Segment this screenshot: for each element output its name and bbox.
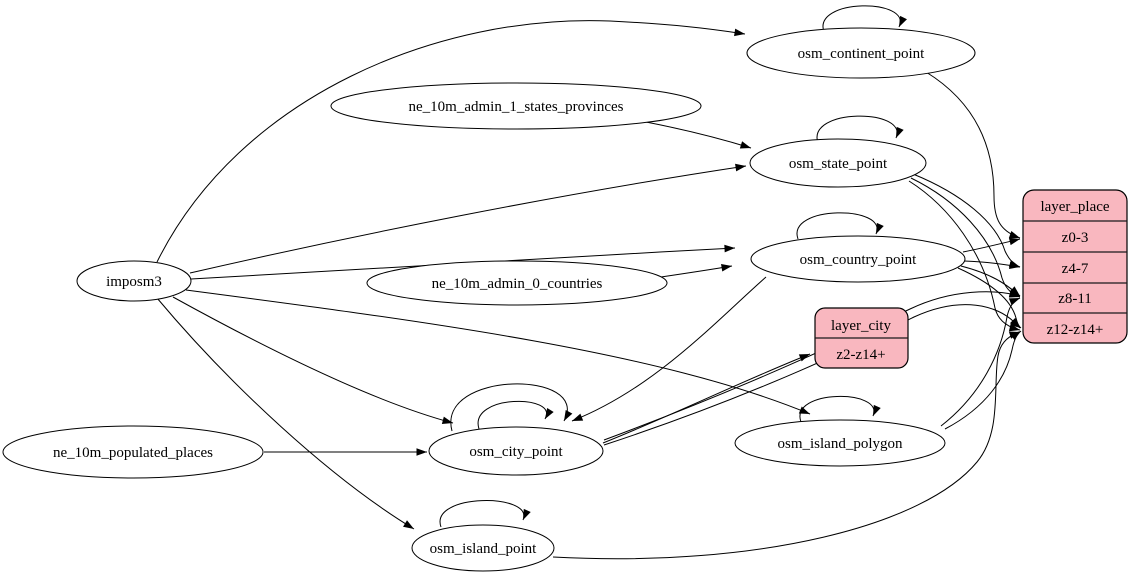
- node-ne-10m-admin-0-countries-label: ne_10m_admin_0_countries: [432, 276, 603, 292]
- node-osm-island-point-label: osm_island_point: [430, 541, 538, 557]
- node-osm-state-point: osm_state_point: [749, 138, 927, 188]
- edge-loop-continent: [822, 5, 907, 33]
- edge-city-z12-z14: [603, 304, 1021, 446]
- node-imposm3: imposm3: [76, 260, 192, 302]
- edge-island-point-z12-z14: [552, 331, 1021, 560]
- node-osm-country-point-label: osm_country_point: [800, 252, 917, 268]
- node-layer-city: layer_city z2-z14+: [814, 307, 909, 369]
- node-layer-place: layer_place z0-3 z4-7 z8-11 z12-z14+: [1022, 189, 1128, 344]
- edge-state-z12-z14: [908, 180, 1021, 332]
- edge-loop-city-outer: [450, 383, 573, 432]
- node-layer-place-row-z4-7: z4-7: [1062, 261, 1089, 277]
- edge-country-z4-7: [963, 260, 1021, 270]
- edge-loop-country: [796, 212, 884, 240]
- node-ne-10m-populated-places: ne_10m_populated_places: [2, 425, 264, 479]
- edge-island-polygon-z8-11: [940, 297, 1021, 427]
- node-osm-country-point: osm_country_point: [750, 235, 966, 283]
- edge-imposm3-city: [172, 296, 454, 424]
- node-layer-city-title: layer_city: [831, 318, 891, 334]
- node-layer-place-row-z0-3: z0-3: [1062, 230, 1089, 246]
- node-osm-continent-point: osm_continent_point: [746, 27, 976, 79]
- edge-imposm3-island-point: [156, 297, 415, 530]
- node-layer-city-row-z2-z14: z2-z14+: [836, 347, 885, 363]
- edge-country-z0-3: [962, 237, 1021, 253]
- node-osm-city-point-label: osm_city_point: [469, 444, 563, 460]
- node-ne-10m-admin-1-states-provinces: ne_10m_admin_1_states_provinces: [330, 82, 702, 130]
- node-osm-state-point-label: osm_state_point: [789, 156, 888, 172]
- edge-ne-countries-country: [660, 263, 733, 278]
- nodes: imposm3 ne_10m_admin_1_states_provinces …: [2, 27, 1128, 572]
- node-imposm3-label: imposm3: [106, 274, 162, 290]
- node-ne-10m-admin-0-countries: ne_10m_admin_0_countries: [366, 260, 668, 306]
- node-layer-place-row-z12-z14: z12-z14+: [1047, 322, 1104, 338]
- node-osm-city-point: osm_city_point: [428, 426, 604, 476]
- edges: [156, 5, 1022, 560]
- edge-loop-state: [816, 115, 904, 144]
- node-osm-island-point: osm_island_point: [411, 524, 555, 572]
- edge-country-z12-z14: [957, 267, 1022, 329]
- edge-loop-island-point: [439, 500, 531, 528]
- edge-loop-city-inner: [477, 400, 554, 430]
- node-osm-continent-point-label: osm_continent_point: [798, 46, 925, 62]
- node-layer-place-title: layer_place: [1040, 199, 1109, 215]
- node-osm-island-polygon-label: osm_island_polygon: [777, 436, 903, 452]
- edge-imposm3-state: [189, 163, 747, 274]
- edge-continent-z0-3: [925, 71, 1021, 239]
- node-ne-10m-admin-1-states-provinces-label: ne_10m_admin_1_states_provinces: [409, 99, 624, 115]
- edge-loop-island-polygon: [799, 395, 881, 423]
- edge-city-layer-city: [602, 353, 811, 444]
- edge-imposm3-continent: [156, 20, 746, 263]
- node-osm-island-polygon: osm_island_polygon: [734, 419, 946, 467]
- node-ne-10m-populated-places-label: ne_10m_populated_places: [53, 445, 213, 461]
- edge-ne-states-state: [645, 121, 752, 149]
- edge-imposm3-island-polygon: [185, 289, 811, 415]
- edge-country-city: [571, 276, 767, 422]
- node-layer-place-row-z8-11: z8-11: [1058, 291, 1092, 307]
